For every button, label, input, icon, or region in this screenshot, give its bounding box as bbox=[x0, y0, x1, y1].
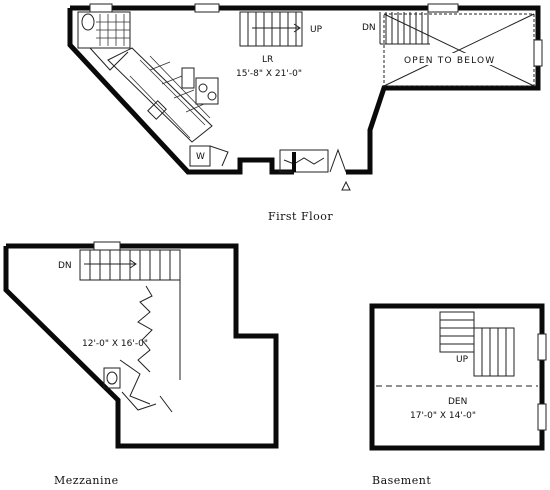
basement-outer-wall bbox=[369, 303, 545, 451]
window bbox=[93, 241, 121, 251]
mezzanine-stairs bbox=[79, 249, 181, 281]
stove-burner-icon bbox=[207, 91, 217, 101]
entry-steps-mark bbox=[283, 157, 325, 165]
first-floor-outer-wall bbox=[70, 5, 541, 175]
open-label-bg bbox=[400, 53, 526, 65]
basement-caption: Basement bbox=[372, 474, 431, 487]
stove-burner-icon bbox=[198, 83, 208, 93]
open-to-below-area bbox=[383, 13, 535, 87]
closet-label: W bbox=[196, 152, 205, 162]
open-to-below-label: OPEN TO BELOW bbox=[404, 56, 495, 66]
mezzanine-outer-wall bbox=[3, 243, 279, 449]
stairs-dn-label: DN bbox=[362, 23, 376, 33]
mezzanine-dn-label: DN bbox=[58, 261, 72, 271]
window bbox=[89, 3, 113, 13]
room-label-lr: LR bbox=[262, 55, 273, 65]
entry-steps bbox=[279, 149, 329, 173]
kitchen-counter bbox=[107, 47, 213, 143]
stairs-up bbox=[239, 11, 303, 47]
closet bbox=[189, 145, 211, 167]
fridge-icon bbox=[181, 67, 195, 89]
window bbox=[533, 39, 543, 67]
basement-up-label: UP bbox=[456, 355, 469, 365]
mezzanine-fixtures bbox=[103, 285, 173, 413]
closet-door bbox=[209, 145, 229, 167]
room-size-lr: 15'-8" X 21'-0" bbox=[236, 69, 302, 79]
basement-stairs bbox=[439, 311, 515, 377]
basement-room-label: DEN bbox=[448, 397, 467, 407]
mezzanine-plan: DN 12'-0" X 16'-0" bbox=[3, 241, 279, 449]
first-floor-outer-wall-left bbox=[67, 8, 294, 175]
window bbox=[427, 3, 459, 13]
mezzanine-room-size: 12'-0" X 16'-0" bbox=[82, 339, 148, 349]
sink-icon bbox=[147, 100, 167, 120]
basement-room-size: 17'-0" X 14'-0" bbox=[410, 411, 476, 421]
entry-door-swing bbox=[329, 148, 347, 173]
basement-plan: UP DEN 17'-0" X 14'-0" bbox=[369, 303, 547, 451]
toilet-icon bbox=[81, 13, 95, 31]
window bbox=[194, 3, 220, 13]
first-floor-plan: W UP LR 15'-8" X 21'-0" DN bbox=[67, 3, 543, 191]
window bbox=[537, 333, 547, 361]
tile-grid bbox=[96, 14, 130, 46]
entry-marker-icon bbox=[341, 180, 351, 191]
stairs-down bbox=[379, 12, 430, 45]
stove-icon bbox=[195, 77, 219, 105]
bathroom-door bbox=[89, 47, 129, 71]
open-cross-line bbox=[383, 13, 535, 87]
mezzanine-caption: Mezzanine bbox=[54, 474, 119, 487]
stairs-up-label: UP bbox=[310, 25, 323, 35]
first-floor-caption: First Floor bbox=[268, 210, 333, 223]
kitchen-tiles bbox=[129, 55, 211, 139]
window bbox=[537, 403, 547, 431]
